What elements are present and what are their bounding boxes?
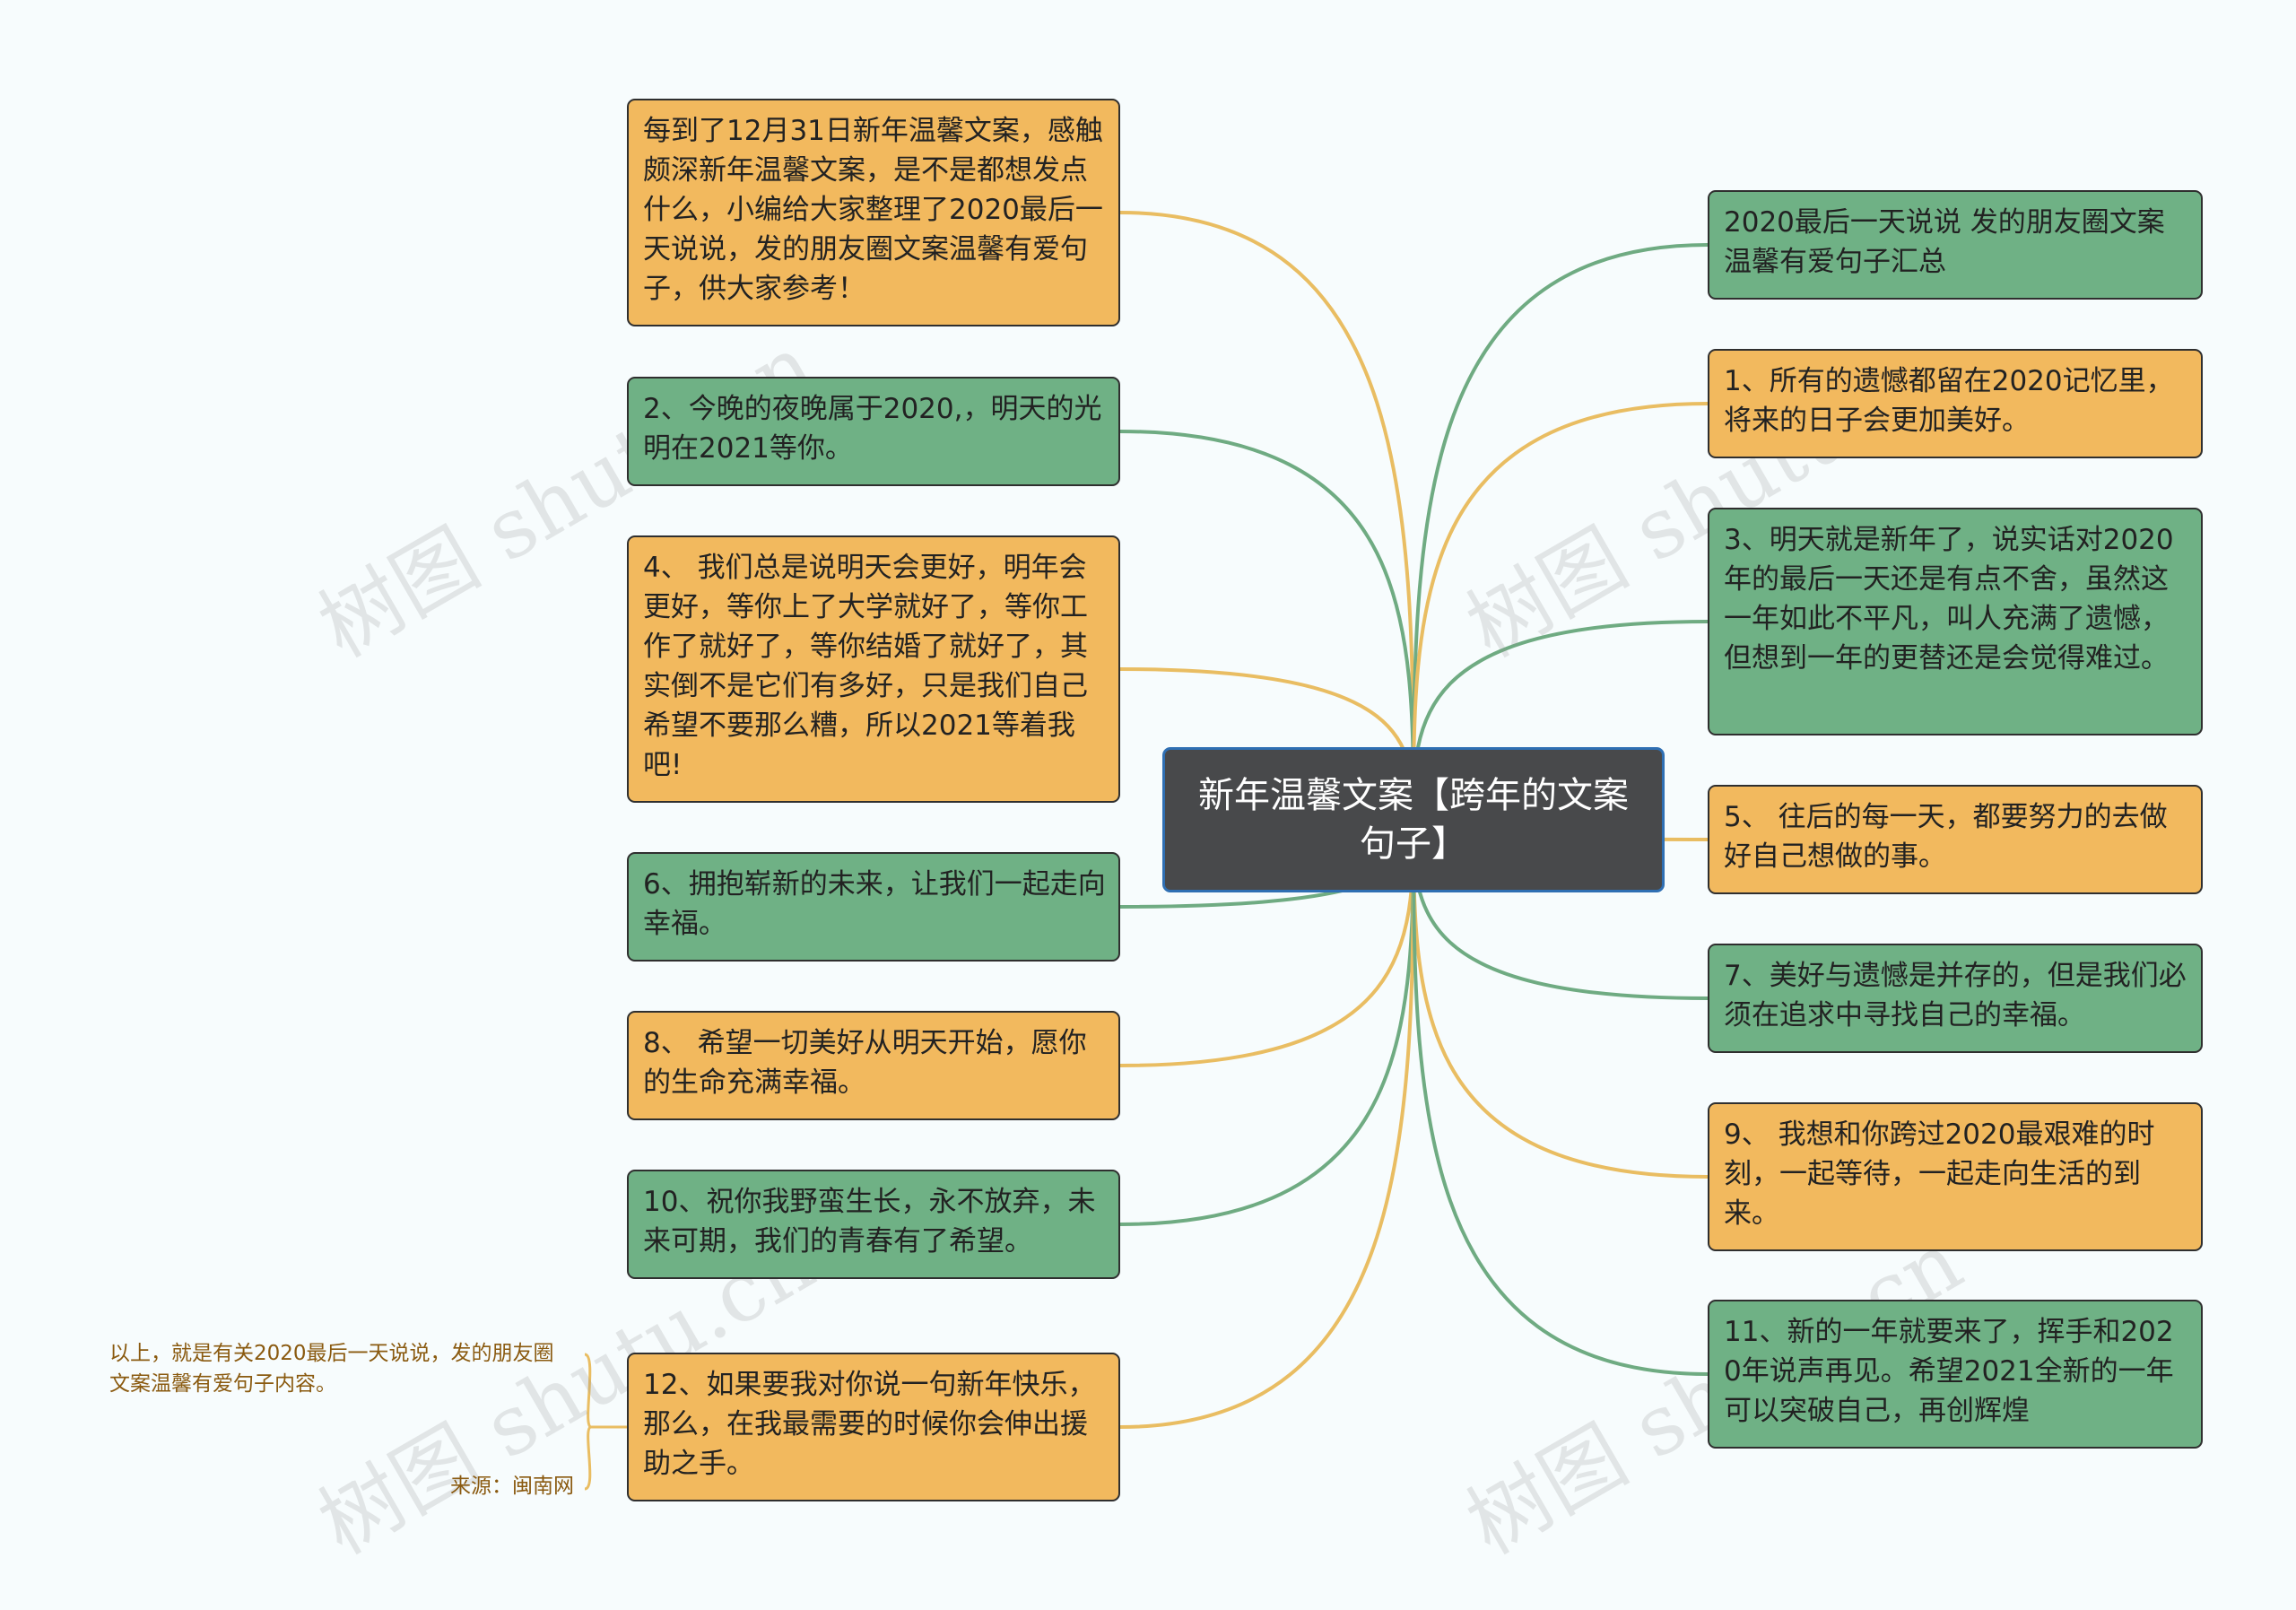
branch-node-text: 10、祝你我野蛮生长，永不放弃，未来可期，我们的青春有了希望。: [643, 1186, 1096, 1258]
note-bracket-line: [584, 1425, 627, 1491]
branch-node-8[interactable]: 8、 希望一切美好从明天开始，愿你的生命充满幸福。: [627, 1011, 1120, 1120]
branch-node-text: 8、 希望一切美好从明天开始，愿你的生命充满幸福。: [643, 1027, 1087, 1099]
branch-node-text: 7、美好与遗憾是并存的，但是我们必须在追求中寻找自己的幸福。: [1724, 960, 2187, 1031]
branch-node-4[interactable]: 4、 我们总是说明天会更好，明年会更好，等你上了大学就好了，等你工作了就好了，等…: [627, 535, 1120, 803]
branch-node-1[interactable]: 1、所有的遗憾都留在2020记忆里，将来的日子会更加美好。: [1708, 349, 2203, 458]
connector-r6: [1412, 819, 1709, 1376]
branch-node-text: 9、 我想和你跨过2020最艰难的时刻，一起等待，一起走向生活的到来。: [1724, 1118, 2155, 1230]
branch-node-6[interactable]: 6、拥抱崭新的未来，让我们一起走向幸福。: [627, 852, 1120, 962]
branch-node-text: 11、新的一年就要来了，挥手和2020年说声再见。希望2021全新的一年可以突破…: [1724, 1316, 2174, 1427]
central-topic[interactable]: 新年温馨文案【跨年的文案句子】: [1162, 747, 1665, 892]
branch-node-text: 12、如果要我对你说一句新年快乐，那么，在我最需要的时候你会伸出援助之手。: [643, 1369, 1096, 1480]
connector-r0: [1412, 243, 1709, 821]
branch-node-10[interactable]: 10、祝你我野蛮生长，永不放弃，未来可期，我们的青春有了希望。: [627, 1170, 1120, 1279]
connector-r1: [1412, 402, 1709, 821]
branch-node-text: 2、今晚的夜晚属于2020,，明天的光明在2021等你。: [643, 393, 1102, 465]
branch-node-9[interactable]: 9、 我想和你跨过2020最艰难的时刻，一起等待，一起走向生活的到来。: [1708, 1102, 2203, 1251]
central-topic-label: 新年温馨文案【跨年的文案句子】: [1198, 775, 1629, 865]
branch-node-text: 5、 往后的每一天，都要努力的去做好自己想做的事。: [1724, 801, 2168, 873]
connector-l6: [1119, 819, 1415, 1429]
branch-node-text: 3、明天就是新年了，说实话对2020年的最后一天还是有点不舍，虽然这一年如此不平…: [1724, 524, 2174, 674]
branch-node-text: 2020最后一天说说 发的朋友圈文案温馨有爱句子汇总: [1724, 206, 2165, 278]
branch-node-text: 每到了12月31日新年温馨文案，感触颇深新年温馨文案，是不是都想发点什么，小编给…: [643, 115, 1103, 305]
branch-node-summary[interactable]: 2020最后一天说说 发的朋友圈文案温馨有爱句子汇总: [1708, 190, 2203, 300]
branch-node-11[interactable]: 11、新的一年就要来了，挥手和2020年说声再见。希望2021全新的一年可以突破…: [1708, 1300, 2203, 1449]
branch-node-2[interactable]: 2、今晚的夜晚属于2020,，明天的光明在2021等你。: [627, 377, 1120, 486]
connector-l0: [1119, 211, 1415, 821]
branch-node-text: 6、拥抱崭新的未来，让我们一起走向幸福。: [643, 868, 1106, 940]
branch-node-text: 1、所有的遗憾都留在2020记忆里，将来的日子会更加美好。: [1724, 365, 2174, 437]
branch-node-3[interactable]: 3、明天就是新年了，说实话对2020年的最后一天还是有点不舍，虽然这一年如此不平…: [1708, 508, 2203, 735]
note-summary: 以上，就是有关2020最后一天说说，发的朋友圈文案温馨有爱句子内容。: [109, 1342, 554, 1396]
branch-node-7[interactable]: 7、美好与遗憾是并存的，但是我们必须在追求中寻找自己的幸福。: [1708, 944, 2203, 1053]
branch-node-intro[interactable]: 每到了12月31日新年温馨文案，感触颇深新年温馨文案，是不是都想发点什么，小编给…: [627, 99, 1120, 326]
note-bracket-line: [584, 1353, 627, 1429]
branch-node-12[interactable]: 12、如果要我对你说一句新年快乐，那么，在我最需要的时候你会伸出援助之手。: [627, 1353, 1120, 1501]
branch-node-text: 4、 我们总是说明天会更好，明年会更好，等你上了大学就好了，等你工作了就好了，等…: [643, 552, 1088, 781]
branch-node-5[interactable]: 5、 往后的每一天，都要努力的去做好自己想做的事。: [1708, 785, 2203, 894]
note-source: 来源：闽南网: [450, 1475, 574, 1498]
